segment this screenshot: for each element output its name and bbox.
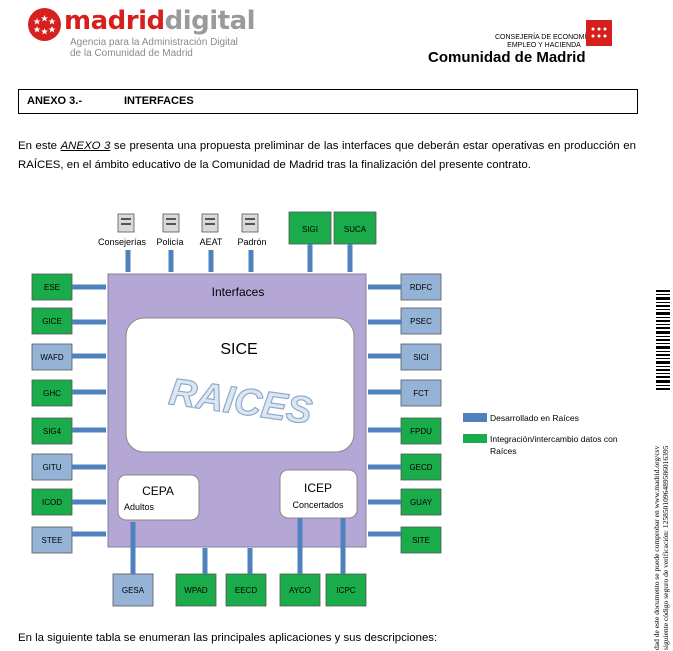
annex-reference: ANEXO 3 [60, 140, 111, 152]
verification-stamp-text: dad de este documento se puede comprobar… [652, 445, 670, 650]
app-label: SIGI [302, 225, 318, 234]
intro-paragraph: En este ANEXO 3 se presenta una propuest… [18, 140, 636, 171]
app-box-icod: ICOD [31, 488, 106, 516]
app-box-eecd: EECD [225, 548, 267, 607]
app-label: PSEC [410, 317, 432, 326]
app-label: WAFD [40, 353, 63, 362]
app-box-stee: STEE [31, 526, 106, 554]
app-label: SITE [412, 536, 430, 545]
legend-swatch-blue [463, 413, 487, 422]
server-padron: Padrón [237, 213, 267, 272]
app-label: SIG4 [43, 427, 62, 436]
app-box-fpdu: FPDU [368, 417, 442, 445]
app-label: RDFC [410, 283, 432, 292]
icep-subtitle: Concertados [292, 500, 344, 510]
app-box-icpc: ICPC [325, 518, 367, 607]
app-box-wafd: WAFD [31, 343, 106, 371]
legend: Desarrollado en Raíces Integración/inter… [463, 413, 618, 456]
barcode-stamp [656, 290, 670, 390]
server-policia: Policía [156, 213, 184, 272]
madriddigital-logo-mark [28, 8, 61, 41]
app-label: SICI [413, 353, 429, 362]
server-aeat: AEAT [200, 213, 223, 272]
server-label: Consejerías [98, 237, 147, 247]
app-label: FCT [413, 389, 429, 398]
app-box-wpad: WPAD [175, 548, 217, 607]
app-label: WPAD [184, 586, 208, 595]
annex-title: INTERFACES [124, 95, 194, 107]
legend-label-blue: Desarrollado en Raíces [490, 413, 579, 423]
app-label: ESE [44, 283, 60, 292]
app-label: GICE [42, 317, 62, 326]
server-label: AEAT [200, 237, 223, 247]
interfaces-diagram: Interfaces SICE RAICES CEPA Adultos ICEP… [31, 211, 618, 607]
legend-swatch-green [463, 434, 487, 443]
interfaces-label: Interfaces [212, 285, 265, 299]
app-label: GITU [42, 463, 61, 472]
app-box-sigi: SIGI [288, 211, 332, 272]
app-box-gesa: GESA [112, 522, 154, 607]
app-box-sici: SICI [368, 343, 442, 371]
app-label: SUCA [344, 225, 367, 234]
app-box-guay: GUAY [368, 488, 442, 516]
app-label: STEE [42, 536, 63, 545]
server-label: Padrón [237, 237, 266, 247]
annex-number: ANEXO 3.- [27, 95, 83, 107]
consejeria-label: CONSEJERÍA DE ECONOMÍA, EMPLEO Y HACIEND… [494, 34, 594, 49]
app-box-suca: SUCA [333, 211, 377, 272]
app-label: EECD [235, 586, 257, 595]
app-box-site: SITE [368, 526, 442, 554]
app-box-rdfc: RDFC [368, 273, 442, 301]
comunidad-madrid-name: Comunidad de Madrid [428, 49, 586, 66]
app-box-sig4: SIG4 [31, 417, 106, 445]
app-label: GESA [122, 586, 145, 595]
table-intro-text: En la siguiente tabla se enumeran las pr… [18, 632, 438, 644]
cepa-subtitle: Adultos [124, 502, 155, 512]
madriddigital-tagline: Agencia para la Administración Digital d… [70, 37, 238, 59]
app-box-fct: FCT [368, 379, 442, 407]
app-label: ICPC [336, 586, 355, 595]
app-label: ICOD [42, 498, 62, 507]
app-label: GECD [409, 463, 432, 472]
comunidad-madrid-flag [586, 20, 612, 46]
legend-label-green-1: Integración/intercambio datos con [490, 434, 618, 444]
server-consejerias: Consejerías [98, 213, 147, 272]
icep-box [279, 469, 358, 519]
madriddigital-logo-text: madriddigital [64, 6, 256, 36]
sice-label: SICE [220, 341, 257, 358]
app-box-ghc: GHC [31, 379, 106, 407]
sice-box [125, 317, 355, 453]
app-box-gecd: GECD [368, 453, 442, 481]
app-box-gice: GICE [31, 307, 106, 335]
app-label: AYCO [289, 586, 311, 595]
app-box-gitu: GITU [31, 453, 106, 481]
app-box-psec: PSEC [368, 307, 442, 335]
app-box-ese: ESE [31, 273, 106, 301]
cepa-title: CEPA [142, 484, 174, 498]
app-label: GHC [43, 389, 61, 398]
server-label: Policía [156, 237, 183, 247]
icep-title: ICEP [304, 481, 332, 495]
legend-label-green-2: Raíces [490, 446, 516, 456]
app-label: GUAY [410, 498, 433, 507]
app-box-ayco: AYCO [279, 518, 321, 607]
app-label: FPDU [410, 427, 432, 436]
cepa-box [117, 474, 200, 521]
annex-heading-box: ANEXO 3.- INTERFACES [18, 89, 638, 114]
